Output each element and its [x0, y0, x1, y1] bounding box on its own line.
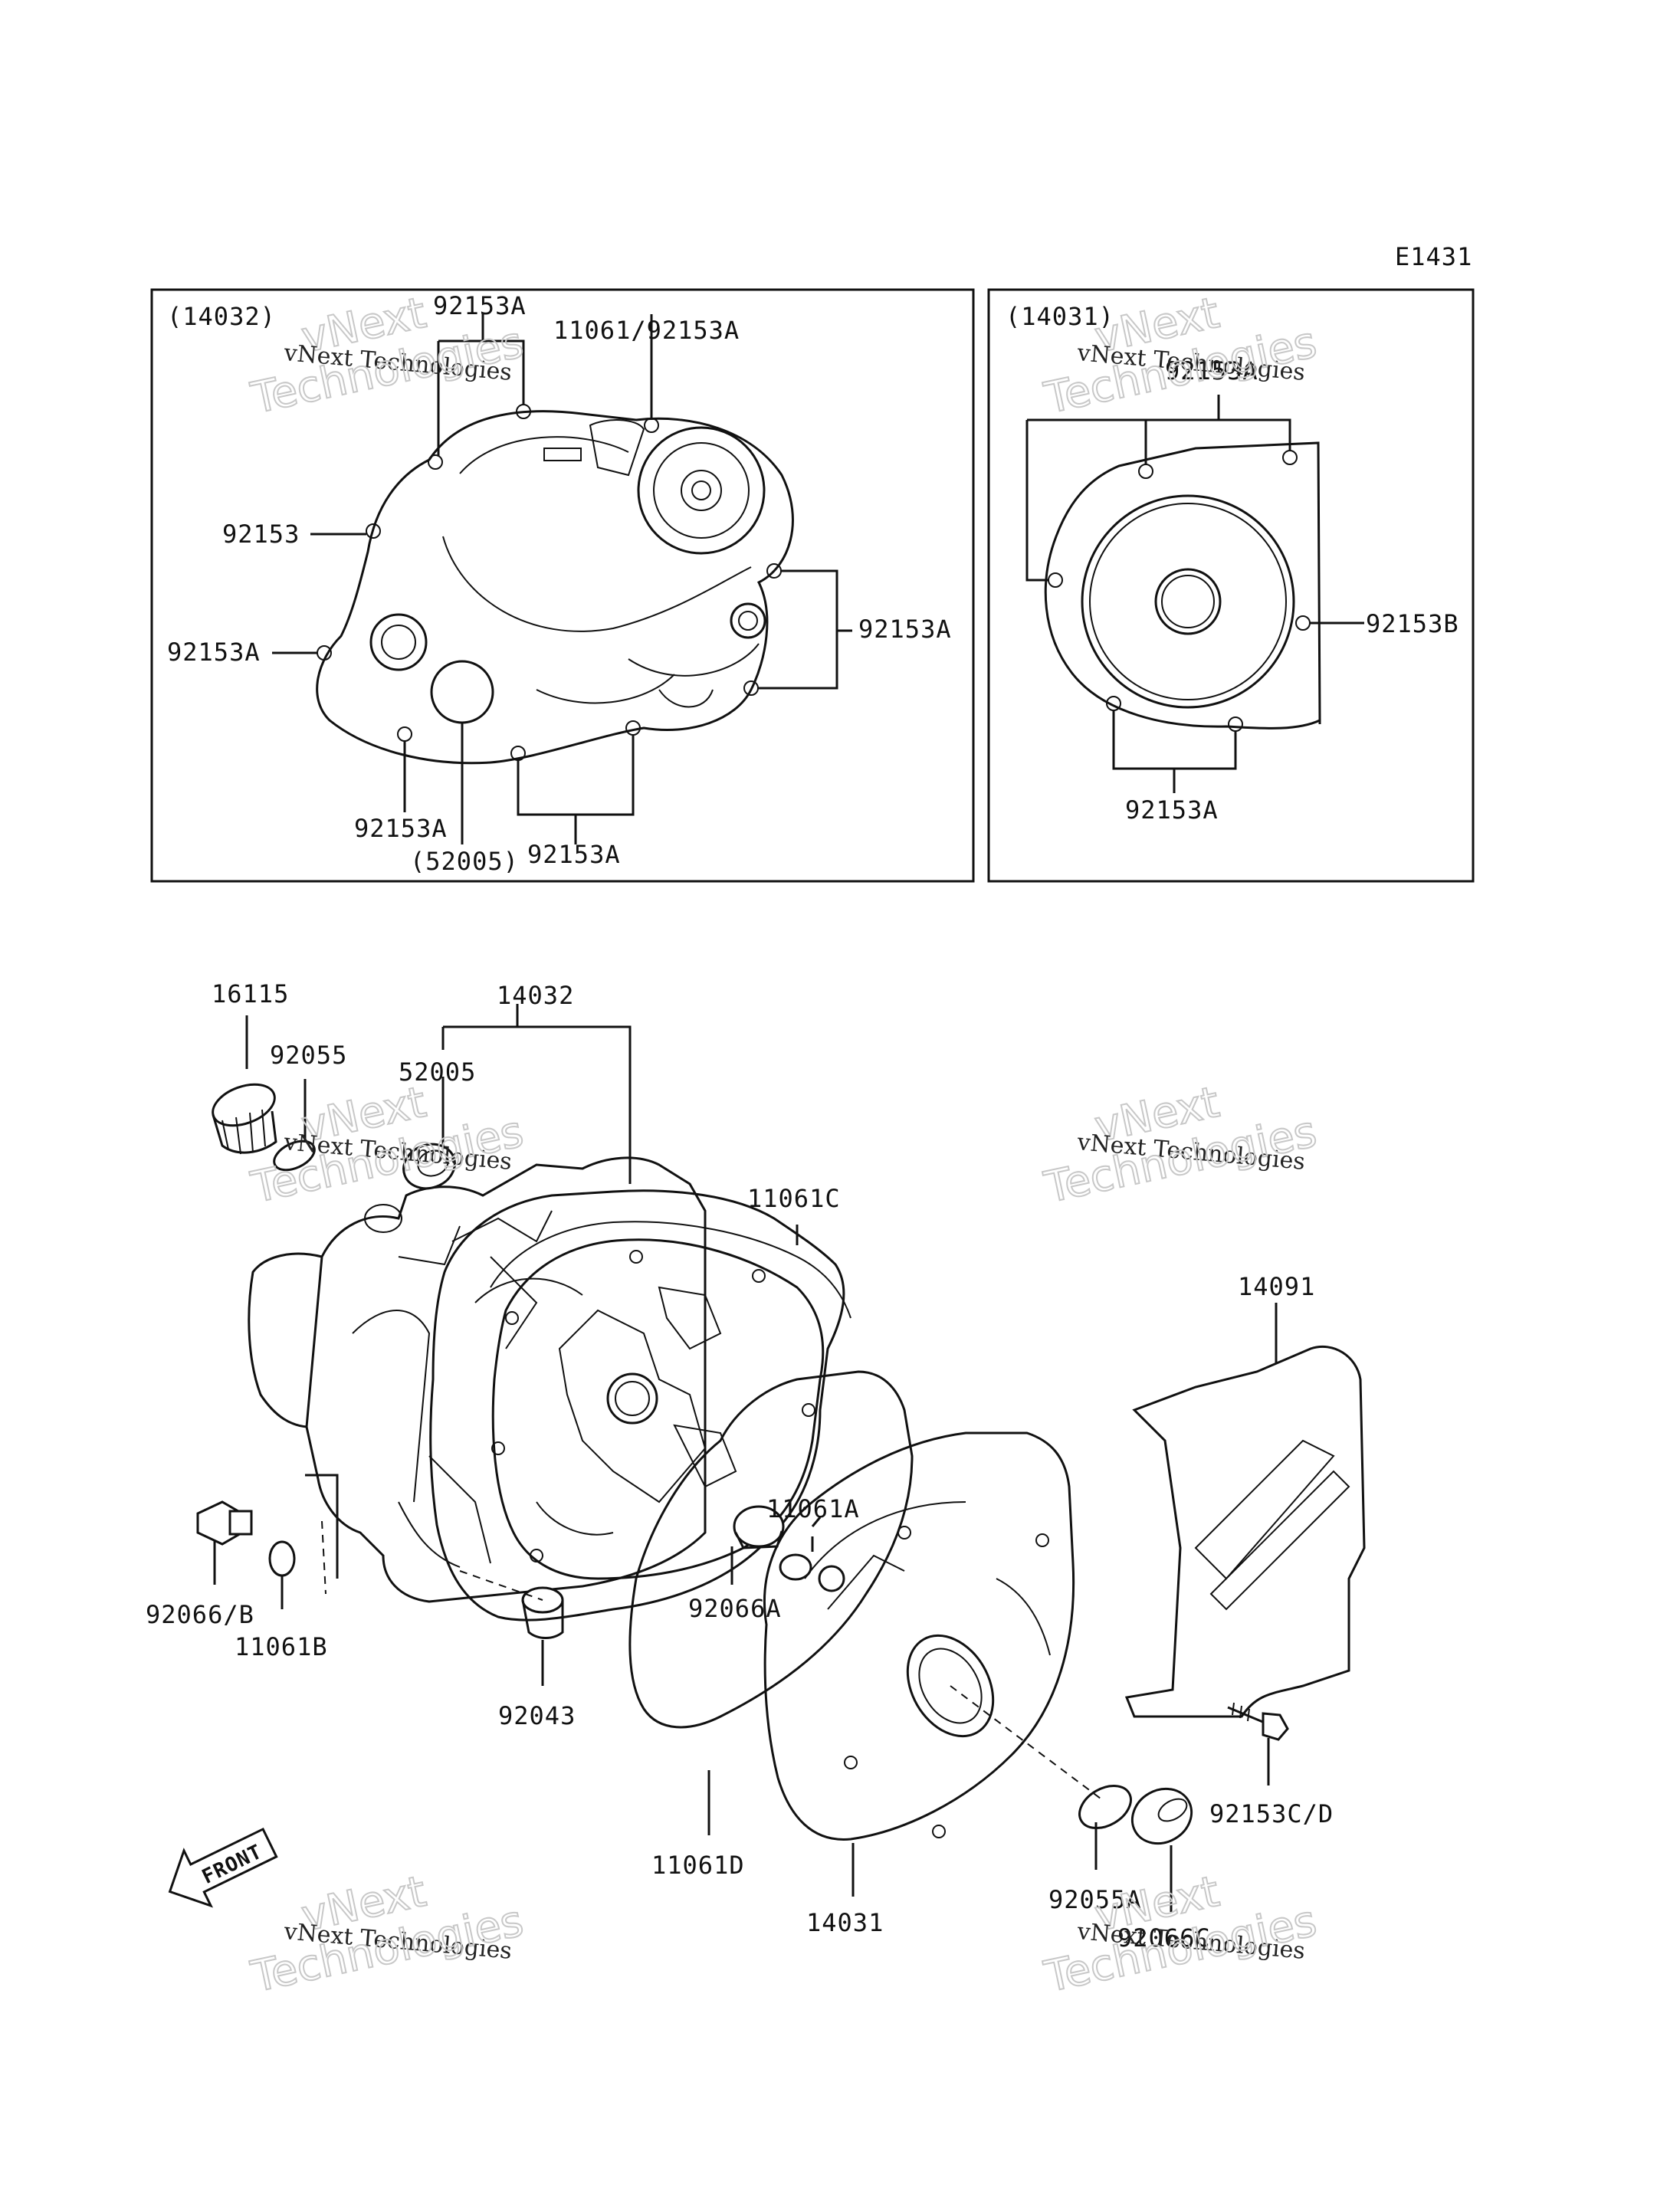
magneto-cover-14031	[763, 1431, 1075, 1841]
label-top-92153a: 92153A	[433, 291, 527, 320]
label-92055: 92055	[270, 1041, 347, 1070]
label-bottom-92153a-1: 92153A	[354, 814, 448, 843]
label-92066a: 92066A	[688, 1594, 782, 1623]
front-label: FRONT	[199, 1840, 266, 1888]
label-92043: 92043	[498, 1701, 576, 1730]
label-92153cd: 92153C/D	[1209, 1799, 1334, 1828]
label-bottom-92153a-2: 92153A	[527, 840, 621, 869]
label-right-92153a: 92153A	[858, 615, 952, 644]
exploded-view: 16115 92055 52005 14032 11061C 14091 110…	[146, 979, 1366, 1953]
magneto-cover-outline	[1044, 441, 1321, 730]
gasket-11061c	[490, 1221, 851, 1319]
part-92066b-plug	[196, 1500, 253, 1546]
label-left-92153a: 92153A	[167, 638, 261, 667]
label-11061a: 11061A	[766, 1494, 860, 1523]
label-92055a: 92055A	[1048, 1885, 1142, 1914]
part-52005-plug	[402, 1143, 456, 1190]
part-92066c-cap	[1130, 1787, 1193, 1845]
box-right-title: (14031)	[1006, 302, 1114, 331]
part-92153cd-bolt	[1227, 1702, 1289, 1741]
label-top-11061-92153a: 11061/92153A	[553, 316, 740, 345]
watermark-4: vNext vNext Technologies Technologies	[1039, 1077, 1321, 1214]
part-92055a-oring	[1078, 1785, 1132, 1829]
label-bottom-52005: (52005)	[410, 847, 519, 876]
label-14091: 14091	[1238, 1272, 1315, 1301]
label-11061c: 11061C	[747, 1184, 841, 1213]
label-92066c: 92066C	[1117, 1923, 1211, 1953]
gasket-11061d	[628, 1370, 914, 1729]
watermark-5: vNext vNext Technologies Technologies	[246, 1866, 528, 2003]
label-left-92153: 92153	[222, 520, 300, 549]
label-52005: 52005	[399, 1058, 476, 1087]
guard-14091	[1124, 1345, 1366, 1718]
label-top-92153a: 92153A	[1165, 356, 1258, 385]
part-11061a-oring	[779, 1553, 812, 1581]
box-left-title: (14032)	[167, 302, 276, 331]
detail-box-14032: (14032)	[150, 288, 975, 883]
front-arrow: FRONT	[168, 1827, 278, 1908]
label-right-92153b: 92153B	[1366, 609, 1459, 638]
label-92066b: 92066/B	[146, 1600, 254, 1629]
part-92066a-plug	[733, 1505, 785, 1549]
label-16115: 16115	[212, 979, 289, 1008]
label-11061d: 11061D	[651, 1851, 745, 1880]
part-92055-oring	[273, 1139, 316, 1172]
detail-box-14031: (14031) 92153A 92153B 92153A	[987, 288, 1475, 883]
clutch-cover-outline	[316, 410, 794, 765]
part-11061b-washer	[268, 1540, 296, 1577]
label-bottom-92153a: 92153A	[1125, 795, 1219, 825]
label-14031: 14031	[806, 1908, 884, 1937]
label-11061b: 11061B	[235, 1632, 328, 1661]
part-16115-cap	[212, 1083, 277, 1155]
label-14032: 14032	[497, 981, 574, 1010]
diagram-code: E1431	[1395, 242, 1472, 271]
crankcase	[248, 1156, 707, 1603]
